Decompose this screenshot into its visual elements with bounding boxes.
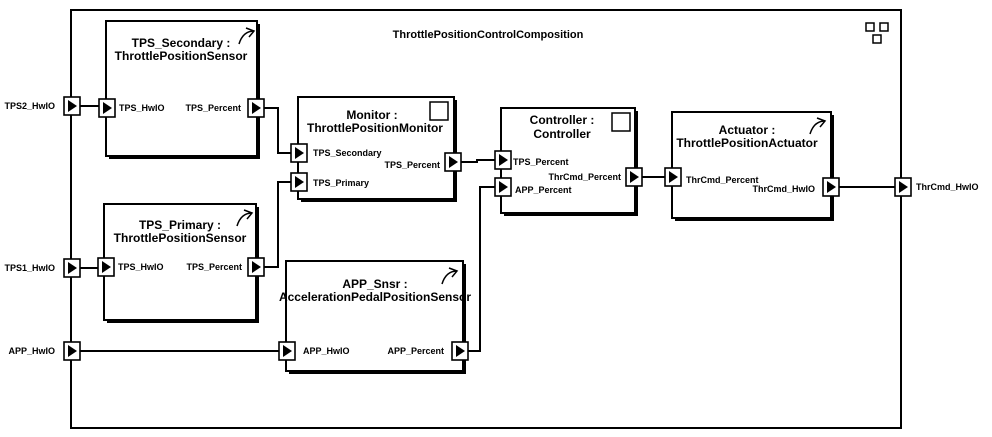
port-labels: TPS2_HwIO TPS1_HwIO APP_HwIO ThrCmd_HwIO… <box>4 101 978 356</box>
component-name: Monitor : <box>346 108 397 122</box>
port-monitor-out[interactable] <box>444 152 462 172</box>
port-label: TPS1_HwIO <box>4 263 55 273</box>
connector-app-controller <box>468 186 495 352</box>
component-monitor[interactable]: Monitor : ThrottlePositionMonitor <box>297 96 457 202</box>
port-label: APP_HwIO <box>8 346 55 356</box>
component-name: TPS_Primary : <box>139 218 221 232</box>
port-label: APP_Percent <box>387 346 444 356</box>
component-name: APP_Snsr : <box>342 277 407 291</box>
component-tps-primary[interactable]: TPS_Primary : ThrottlePositionSensor <box>103 203 259 323</box>
sensor-actuator-icon <box>809 117 827 135</box>
port-label: TPS_Primary <box>313 178 369 188</box>
component-type: ThrottlePositionActuator <box>676 136 818 150</box>
port-app-snsr-in[interactable] <box>278 341 296 361</box>
port-label: TPS2_HwIO <box>4 101 55 111</box>
port-tps-primary-out[interactable] <box>247 257 265 277</box>
port-label: ThrCmd_HwIO <box>916 182 979 192</box>
port-tps1-hwio[interactable] <box>63 258 81 278</box>
port-actuator-in[interactable] <box>664 167 682 187</box>
application-icon <box>429 101 449 121</box>
component-app-snsr[interactable]: APP_Snsr : AccelerationPedalPositionSens… <box>279 260 471 374</box>
port-tps2-hwio[interactable] <box>63 96 81 116</box>
connector-tps-primary <box>264 181 291 268</box>
port-app-snsr-out[interactable] <box>451 341 469 361</box>
port-thrcmd-hwio[interactable] <box>894 177 912 197</box>
port-controller-in-tps[interactable] <box>494 150 512 170</box>
port-label: ThrCmd_HwIO <box>752 184 815 194</box>
port-label: APP_Percent <box>515 185 572 195</box>
port-monitor-in-secondary[interactable] <box>290 143 308 163</box>
port-app-hwio[interactable] <box>63 341 81 361</box>
port-label: ThrCmd_Percent <box>686 175 759 185</box>
component-tps-secondary[interactable]: TPS_Secondary : ThrottlePositionSensor <box>105 20 260 159</box>
component-type: ThrottlePositionMonitor <box>307 121 443 135</box>
port-tps-primary-in[interactable] <box>97 257 115 277</box>
port-tps-secondary-in[interactable] <box>98 98 116 118</box>
component-controller[interactable]: Controller : Controller <box>500 107 638 216</box>
component-type: ThrottlePositionSensor <box>114 231 247 245</box>
port-label: TPS_HwIO <box>118 262 164 272</box>
port-tps-secondary-out[interactable] <box>247 98 265 118</box>
port-label: ThrCmd_Percent <box>548 172 621 182</box>
sensor-actuator-icon <box>236 209 254 227</box>
port-label: TPS_Percent <box>186 262 242 272</box>
composition-icon <box>865 22 889 44</box>
port-actuator-out[interactable] <box>822 177 840 197</box>
component-type: Controller <box>533 127 591 141</box>
port-label: APP_HwIO <box>303 346 350 356</box>
application-icon <box>611 112 631 132</box>
connectors <box>80 105 895 352</box>
port-monitor-in-primary[interactable] <box>290 172 308 192</box>
port-label: TPS_Percent <box>384 160 440 170</box>
sensor-actuator-icon <box>441 267 459 285</box>
port-label: TPS_Secondary <box>313 148 382 158</box>
connector-monitor-controller <box>461 159 495 163</box>
port-label: TPS_Percent <box>185 103 241 113</box>
port-label: TPS_HwIO <box>119 103 165 113</box>
sensor-actuator-icon <box>238 27 256 45</box>
component-type: ThrottlePositionSensor <box>115 49 248 63</box>
component-name: TPS_Secondary : <box>132 36 231 50</box>
connector-tps-secondary <box>264 107 291 154</box>
component-name: Actuator : <box>719 123 776 137</box>
port-controller-in-app[interactable] <box>494 177 512 197</box>
component-actuator[interactable]: Actuator : ThrottlePositionActuator <box>671 111 834 221</box>
component-name: Controller : <box>530 113 595 127</box>
port-label: TPS_Percent <box>513 157 569 167</box>
port-controller-out[interactable] <box>625 167 643 187</box>
composition-title: ThrottlePositionControlComposition <box>393 29 584 41</box>
component-type: AccelerationPedalPositionSensor <box>279 290 471 304</box>
